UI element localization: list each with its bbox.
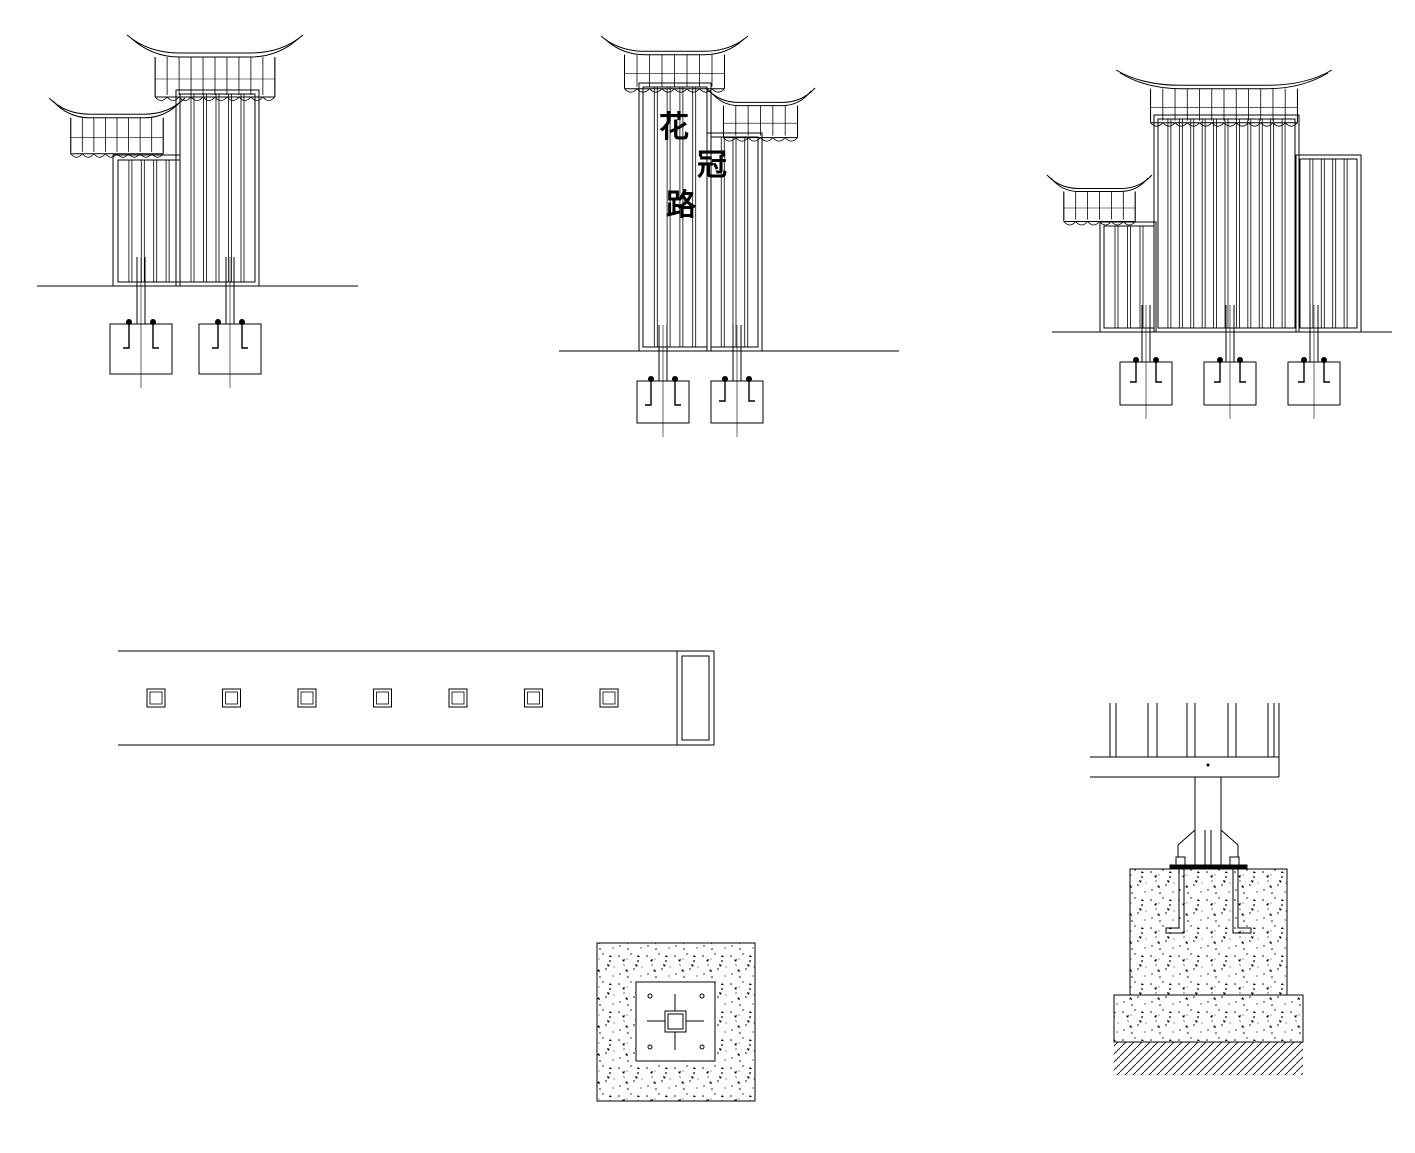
sign-character-2: 冠 (697, 148, 727, 183)
roof-eave-lower (48, 97, 186, 158)
steel-post (1194, 776, 1222, 868)
left-gate-elevation (37, 34, 358, 388)
footing-slab (1113, 994, 1304, 1043)
post-and-footing (109, 257, 262, 388)
plan-post-square (222, 688, 241, 708)
plan-post-square (599, 688, 619, 708)
plan-post-square (146, 688, 166, 708)
gate-panel-side (1295, 154, 1362, 333)
plan-post-square (373, 688, 392, 708)
plan-post-square (297, 688, 317, 708)
sign-character-3: 路 (666, 188, 697, 223)
gate-panel-tall (175, 89, 260, 287)
gate-panel-short (112, 154, 181, 287)
center-gate-elevation: 花 冠 路 (559, 35, 899, 437)
plan-post-square (448, 688, 468, 708)
plan-post-squares (146, 688, 619, 708)
right-gate-elevation (1046, 69, 1392, 419)
footing-plan (596, 942, 756, 1102)
panel-battens (190, 94, 245, 282)
compacted-earth (1114, 1042, 1303, 1075)
panel-plan (118, 650, 715, 746)
sign-character-1: 花 (659, 110, 689, 145)
pedestal (1129, 868, 1288, 996)
footing-section (1090, 703, 1304, 1075)
roof-eave-upper (126, 34, 304, 101)
gate-panel-tall (1153, 114, 1300, 333)
anchor-bolt (1165, 865, 1185, 934)
plan-post-square (524, 688, 543, 708)
base-plate (1169, 864, 1248, 870)
end-post (676, 650, 715, 746)
gate-panel-short (1099, 221, 1157, 333)
anchor-bolt (647, 993, 653, 999)
